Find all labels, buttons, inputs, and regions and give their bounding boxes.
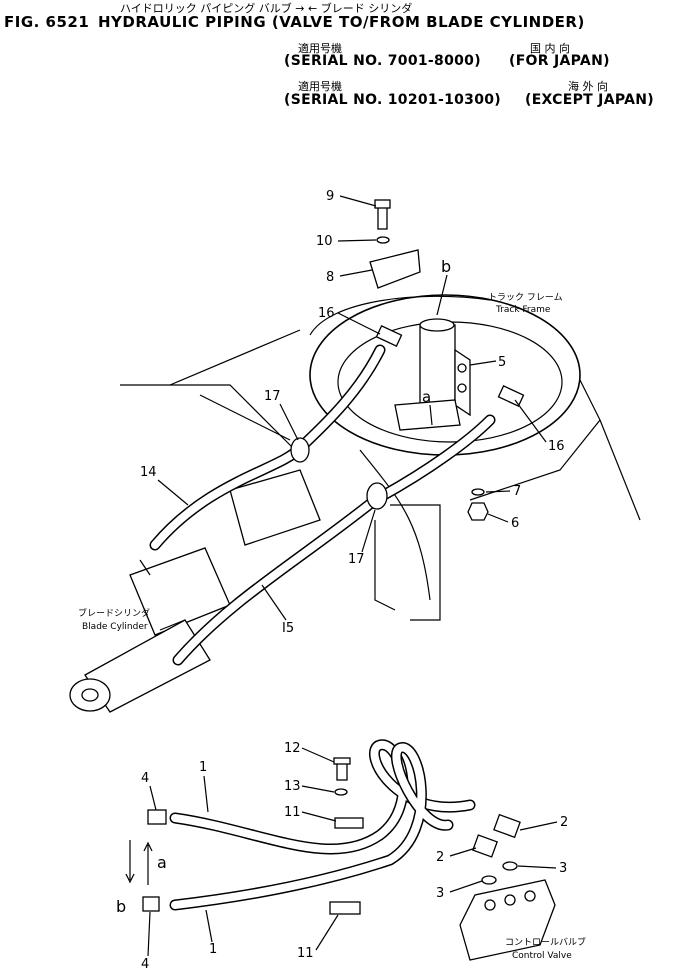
callout-15: I5 — [282, 621, 294, 636]
title-kana: ハイドロリック パイピング バルブ → ← ブレード シリンダ — [120, 2, 413, 15]
callout-16-left: 16 — [318, 306, 335, 321]
clamp-11-top — [334, 817, 364, 829]
callout-3-right: 3 — [559, 861, 567, 876]
callout-7: 7 — [513, 484, 521, 499]
track-frame-label: Track Frame — [495, 305, 551, 315]
control-valve — [459, 879, 556, 961]
region-1: (FOR JAPAN) — [509, 53, 610, 69]
callout-11-top: 11 — [284, 805, 301, 820]
control-valve-label: Control Valve — [512, 951, 572, 961]
blade-cylinder — [69, 469, 321, 713]
callout-17-right: 17 — [348, 552, 365, 567]
page-title: HYDRAULIC PIPING (VALVE TO/FROM BLADE CY… — [98, 13, 585, 31]
callout-1-bottom: 1 — [209, 942, 217, 957]
region-label-1: 国 内 向 — [530, 42, 570, 55]
callout-2-left: 2 — [436, 850, 444, 865]
fittings-upper — [290, 199, 525, 521]
detail-a-arrow — [429, 404, 433, 426]
callout-2-right: 2 — [560, 815, 568, 830]
callout-6: 6 — [511, 516, 519, 531]
callout-14: 14 — [140, 465, 157, 480]
callout-16-right: 16 — [548, 439, 565, 454]
applicable-label-1: 適用号機 — [298, 42, 342, 55]
callout-13: 13 — [284, 779, 301, 794]
lower-fittings — [142, 757, 521, 915]
detail-b-arrow — [436, 274, 448, 316]
clamp-11-bottom — [329, 901, 361, 915]
detail-b-marker-bottom: b — [116, 897, 126, 916]
swivel-valve-5 — [394, 318, 471, 431]
blade-cylinder-label: Blade Cylinder — [82, 622, 148, 632]
callout-1-top: 1 — [199, 760, 207, 775]
callout-4-top: 4 — [141, 771, 149, 786]
machine-frame — [120, 329, 641, 621]
callout-10: 10 — [316, 234, 333, 249]
callout-8: 8 — [326, 270, 334, 285]
serial-range-1: (SERIAL NO. 7001-8000) — [284, 53, 481, 69]
callout-17-left: 17 — [264, 389, 281, 404]
callout-3-left: 3 — [436, 886, 444, 901]
detail-a-marker-top: a — [422, 388, 431, 406]
callout-9: 9 — [326, 189, 334, 204]
detail-a-marker-bottom: a — [157, 853, 167, 872]
applicable-label-2: 適用号機 — [298, 80, 342, 93]
region-2: (EXCEPT JAPAN) — [525, 92, 654, 108]
callouts-upper: 9 10 8 16 5 16 17 7 14 6 17 I5 — [140, 189, 565, 636]
figure-number: FIG. 6521 — [4, 13, 90, 31]
callout-12: 12 — [284, 741, 301, 756]
blade-cylinder-jp-label: ブレードシリンダ — [78, 607, 150, 619]
callout-5: 5 — [498, 355, 506, 370]
callouts-lower: 12 4 1 13 11 2 2 3 3 1 11 4 — [141, 741, 568, 972]
callout-11-bottom: 11 — [297, 946, 314, 961]
lower-hoses — [169, 739, 476, 911]
control-valve-jp-label: コントロールバルブ — [505, 936, 586, 948]
serial-range-2: (SERIAL NO. 10201-10300) — [284, 92, 501, 108]
region-label-2: 海 外 向 — [568, 80, 608, 93]
detail-ab-arrows — [125, 840, 153, 885]
detail-b-marker-top: b — [441, 257, 451, 276]
track-frame-jp-label: トラック フレーム — [488, 292, 563, 303]
callout-4-bottom: 4 — [141, 957, 149, 972]
hose-15 — [172, 414, 496, 666]
